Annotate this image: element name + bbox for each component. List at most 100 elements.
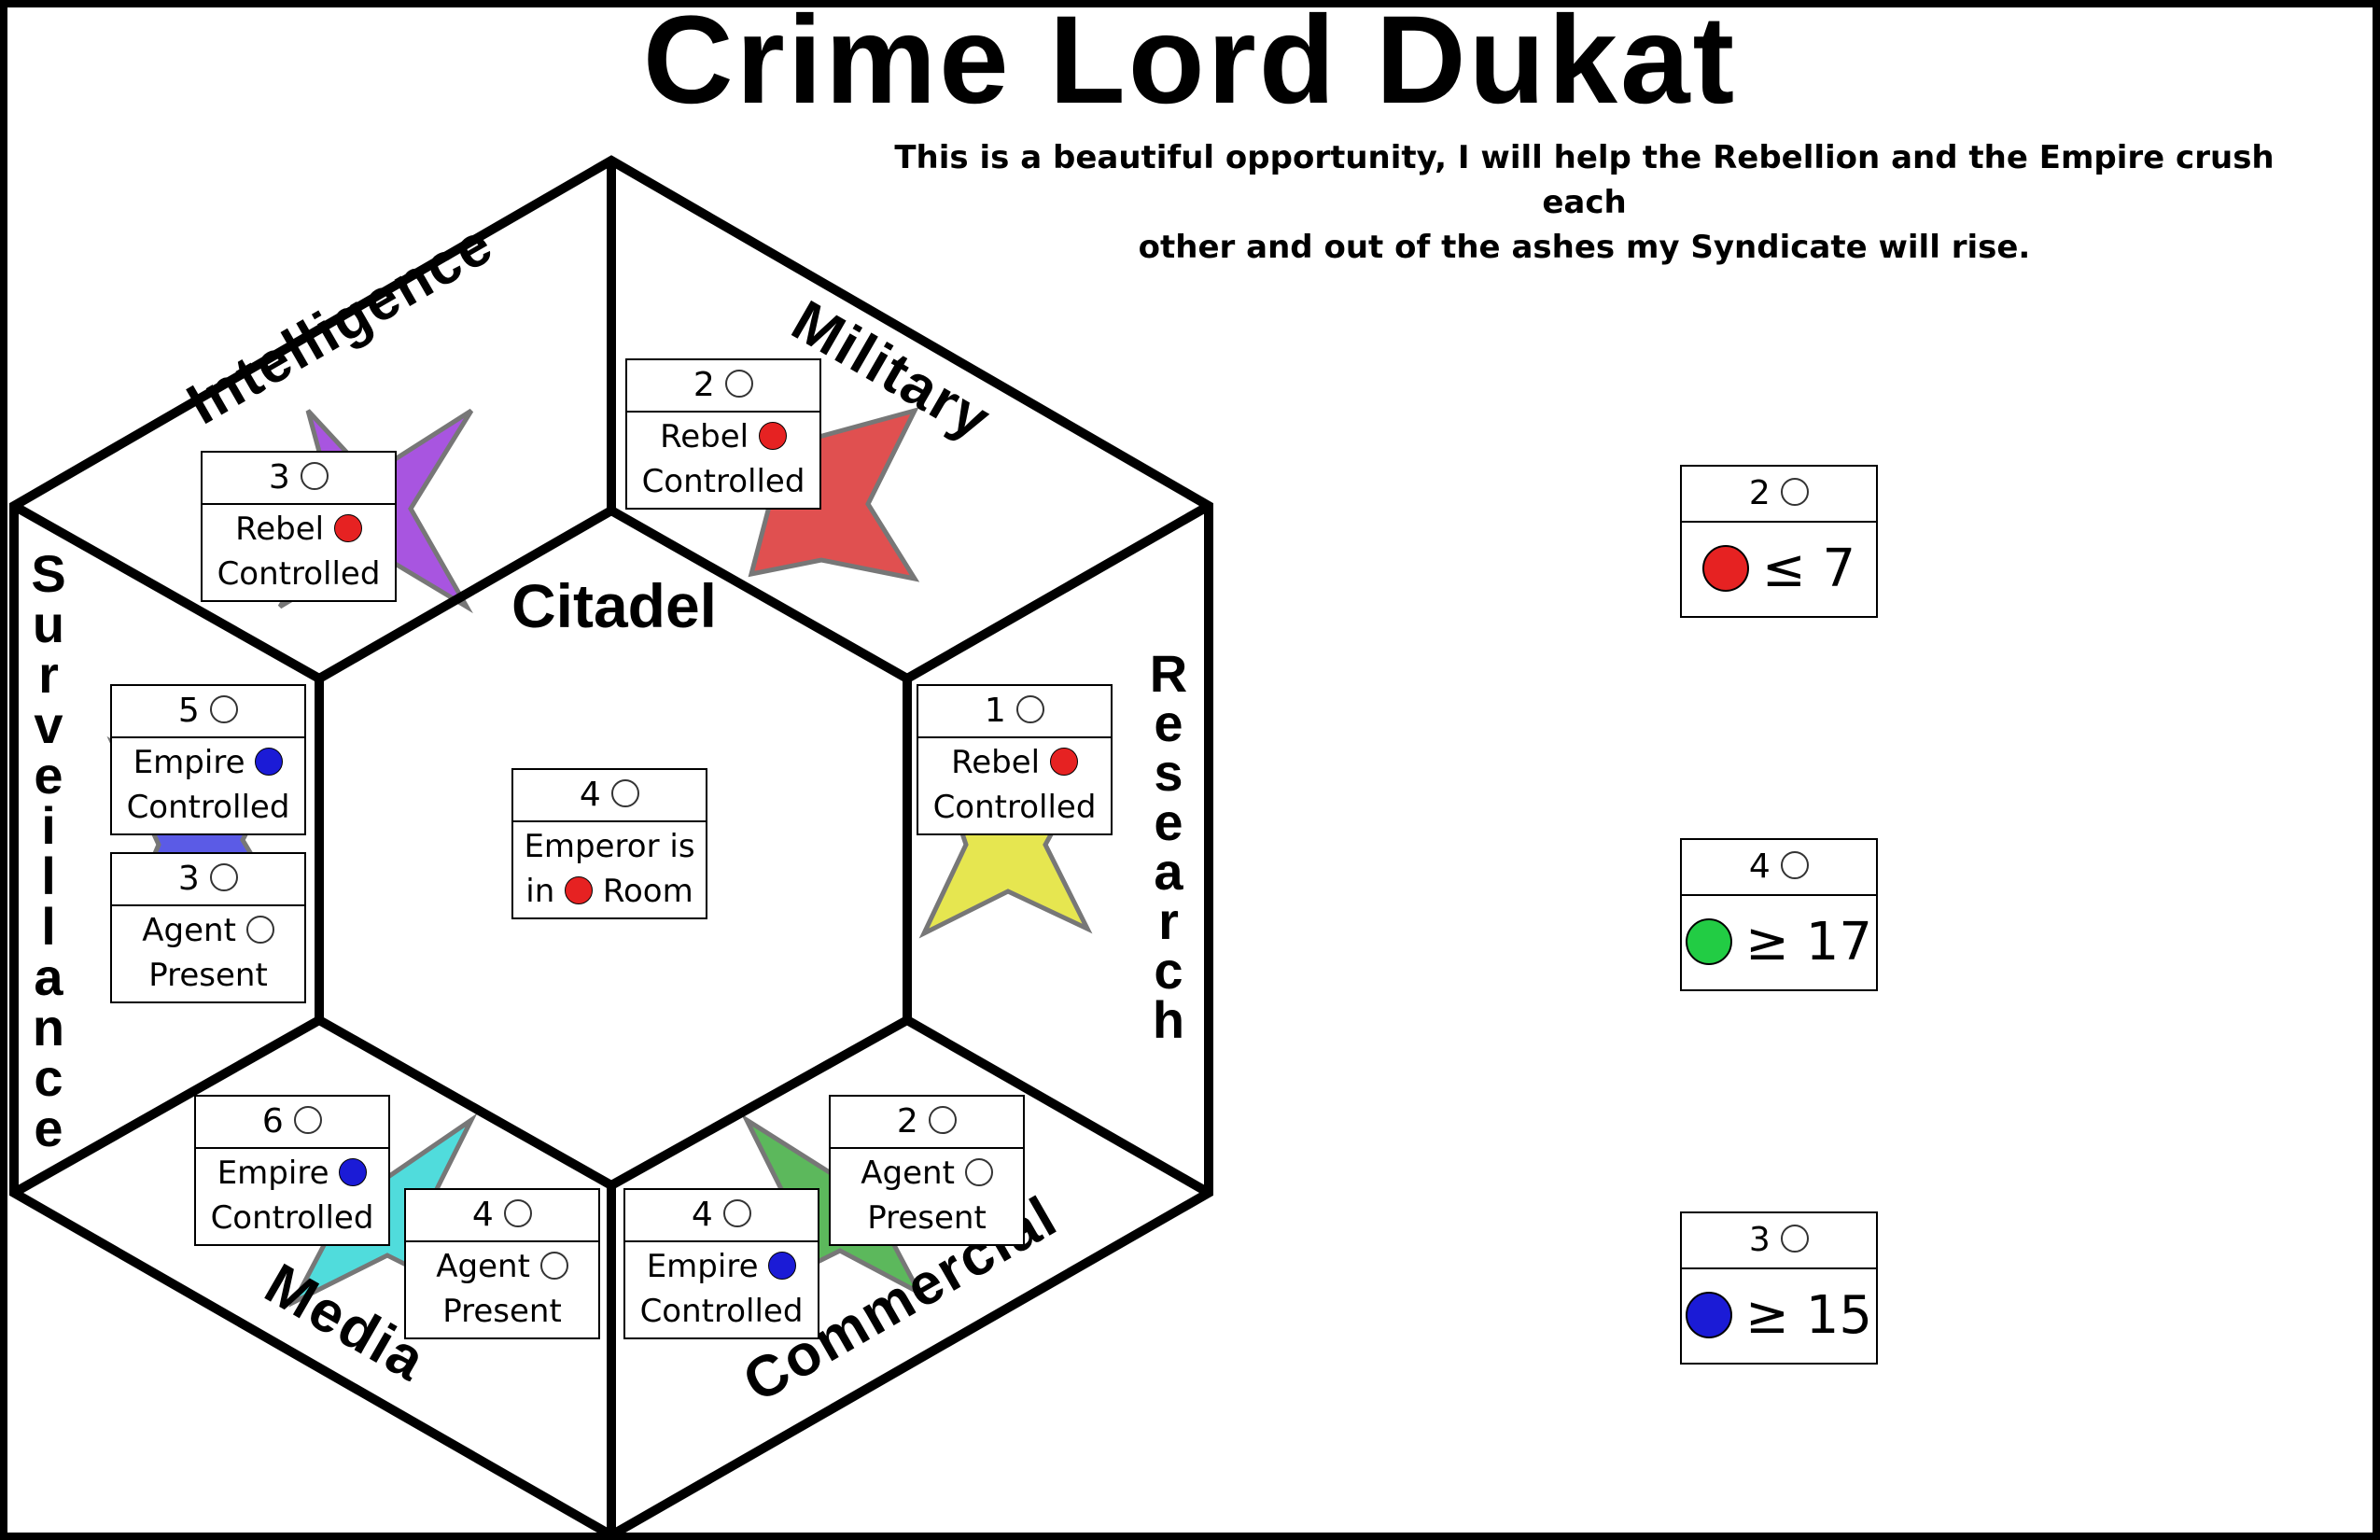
points-value: 4 <box>579 776 601 814</box>
goal-line-2a: in <box>525 873 555 910</box>
vertical-label-letter: e <box>1154 792 1183 851</box>
empire-icon <box>255 747 284 776</box>
vertical-label-letter: a <box>1154 842 1183 901</box>
page-title: Crime Lord Dukat <box>642 0 1738 130</box>
points-value: 5 <box>177 692 200 730</box>
goal-line-1: Rebel <box>235 511 325 548</box>
weapon-icon <box>565 875 594 904</box>
objective-condition: ≥ 15 <box>1745 1285 1872 1346</box>
weapon-token-icon <box>1701 544 1749 592</box>
goal-card-military: 2 Rebel Controlled <box>625 358 821 510</box>
goal-card-commercial-empire: 4 Empire Controlled <box>623 1188 819 1339</box>
goal-card-surveillance-agent: 3 Agent Present <box>110 852 306 1003</box>
objective-card-eye: 3 ≥ 15 <box>1680 1211 1878 1365</box>
goal-line-1: Agent <box>436 1248 530 1285</box>
points-icon <box>210 695 239 723</box>
rebel-icon <box>333 513 362 542</box>
vertical-label-letter: e <box>1154 693 1183 752</box>
goal-line-2: Controlled <box>639 1293 804 1330</box>
goal-card-media-empire: 6 Empire Controlled <box>194 1095 390 1246</box>
rebel-icon <box>1049 747 1078 776</box>
points-icon <box>723 1199 752 1227</box>
points-icon <box>1016 695 1045 723</box>
objective-card-weapons: 2 ≤ 7 <box>1680 465 1878 618</box>
empire-icon <box>768 1251 797 1280</box>
objective-card-credits: 4 ≥ 17 <box>1680 838 1878 991</box>
hexagon-lines <box>9 155 1213 1540</box>
flavor-text: This is a beautiful opportunity, I will … <box>868 135 2301 270</box>
agent-icon <box>964 1157 993 1186</box>
points-icon <box>504 1199 533 1227</box>
vertical-label-letter: i <box>41 796 56 855</box>
goal-line-1: Agent <box>142 912 236 949</box>
goal-line-1: Empire <box>217 1155 329 1192</box>
goal-card-research: 1 Rebel Controlled <box>917 684 1113 835</box>
points-value: 3 <box>177 860 200 898</box>
credits-token-icon <box>1686 917 1732 965</box>
vertical-label-letter: S <box>31 544 66 603</box>
agent-icon <box>539 1251 568 1280</box>
points-value: 4 <box>1748 847 1771 886</box>
vertical-label-letter: u <box>32 595 65 653</box>
vertical-label-letter: c <box>34 1048 63 1107</box>
goal-line-1: Empire <box>133 744 245 781</box>
goal-line-2b: Room <box>602 873 693 910</box>
points-value: 6 <box>261 1102 284 1141</box>
vertical-label-letter: l <box>41 847 56 905</box>
goal-card-surveillance-empire: 5 Empire Controlled <box>110 684 306 835</box>
objective-condition: ≥ 17 <box>1745 912 1872 973</box>
goal-line-2: Controlled <box>217 555 381 593</box>
goal-line-2: Present <box>148 957 268 994</box>
points-icon <box>611 779 640 807</box>
vertical-label-letter: s <box>1154 743 1183 802</box>
sector-label-citadel: Citadel <box>511 571 717 640</box>
points-icon <box>725 370 754 398</box>
points-value: 2 <box>896 1102 918 1141</box>
goal-line-1: Rebel <box>660 418 749 455</box>
flavor-line-2: other and out of the ashes my Syndicate … <box>1138 229 2031 266</box>
points-value: 4 <box>471 1196 494 1234</box>
flavor-line-1: This is a beautiful opportunity, I will … <box>894 139 2275 221</box>
goal-line-2: Controlled <box>932 789 1097 826</box>
vertical-label-letter: n <box>32 998 65 1057</box>
rebel-icon <box>758 421 787 450</box>
vertical-label-letter: R <box>1149 644 1188 703</box>
vertical-label-letter: e <box>34 1099 63 1157</box>
goal-card-commercial-agent: 2 Agent Present <box>829 1095 1025 1246</box>
goal-line-1: Agent <box>861 1155 955 1192</box>
vertical-label-letter: e <box>34 746 63 805</box>
goal-line-1: Emperor is <box>524 828 695 865</box>
vertical-label-letter: c <box>1154 941 1183 1000</box>
goal-card-intelligence: 3 Rebel Controlled <box>201 451 397 602</box>
points-icon <box>294 1106 323 1134</box>
points-icon <box>1781 1225 1810 1253</box>
goal-card-citadel: 4 Emperor is in Room <box>511 768 707 919</box>
sector-label-intelligence: Intelligence <box>176 211 504 437</box>
goal-card-media-agent: 4 Agent Present <box>404 1188 600 1339</box>
points-icon <box>929 1106 958 1134</box>
points-value: 4 <box>691 1196 713 1234</box>
points-value: 2 <box>693 366 715 404</box>
points-icon <box>210 863 239 891</box>
goal-line-2: Controlled <box>641 463 805 500</box>
vertical-label-letter: r <box>38 645 59 704</box>
empire-icon <box>339 1157 368 1186</box>
goal-line-1: Empire <box>646 1248 759 1285</box>
goal-line-2: Present <box>442 1293 562 1330</box>
goal-line-1: Rebel <box>951 744 1041 781</box>
vertical-label-letter: v <box>34 695 63 754</box>
vertical-label-letter: l <box>41 897 56 956</box>
goal-line-2: Present <box>867 1199 987 1237</box>
goal-line-2: Controlled <box>126 789 290 826</box>
points-value: 1 <box>984 692 1006 730</box>
points-icon <box>301 462 329 490</box>
vertical-label-letter: r <box>1158 891 1179 950</box>
goal-line-2: Controlled <box>210 1199 374 1237</box>
points-icon <box>1781 851 1810 879</box>
eye-token-icon <box>1686 1291 1732 1338</box>
points-value: 3 <box>268 458 290 497</box>
objective-condition: ≤ 7 <box>1761 539 1856 599</box>
